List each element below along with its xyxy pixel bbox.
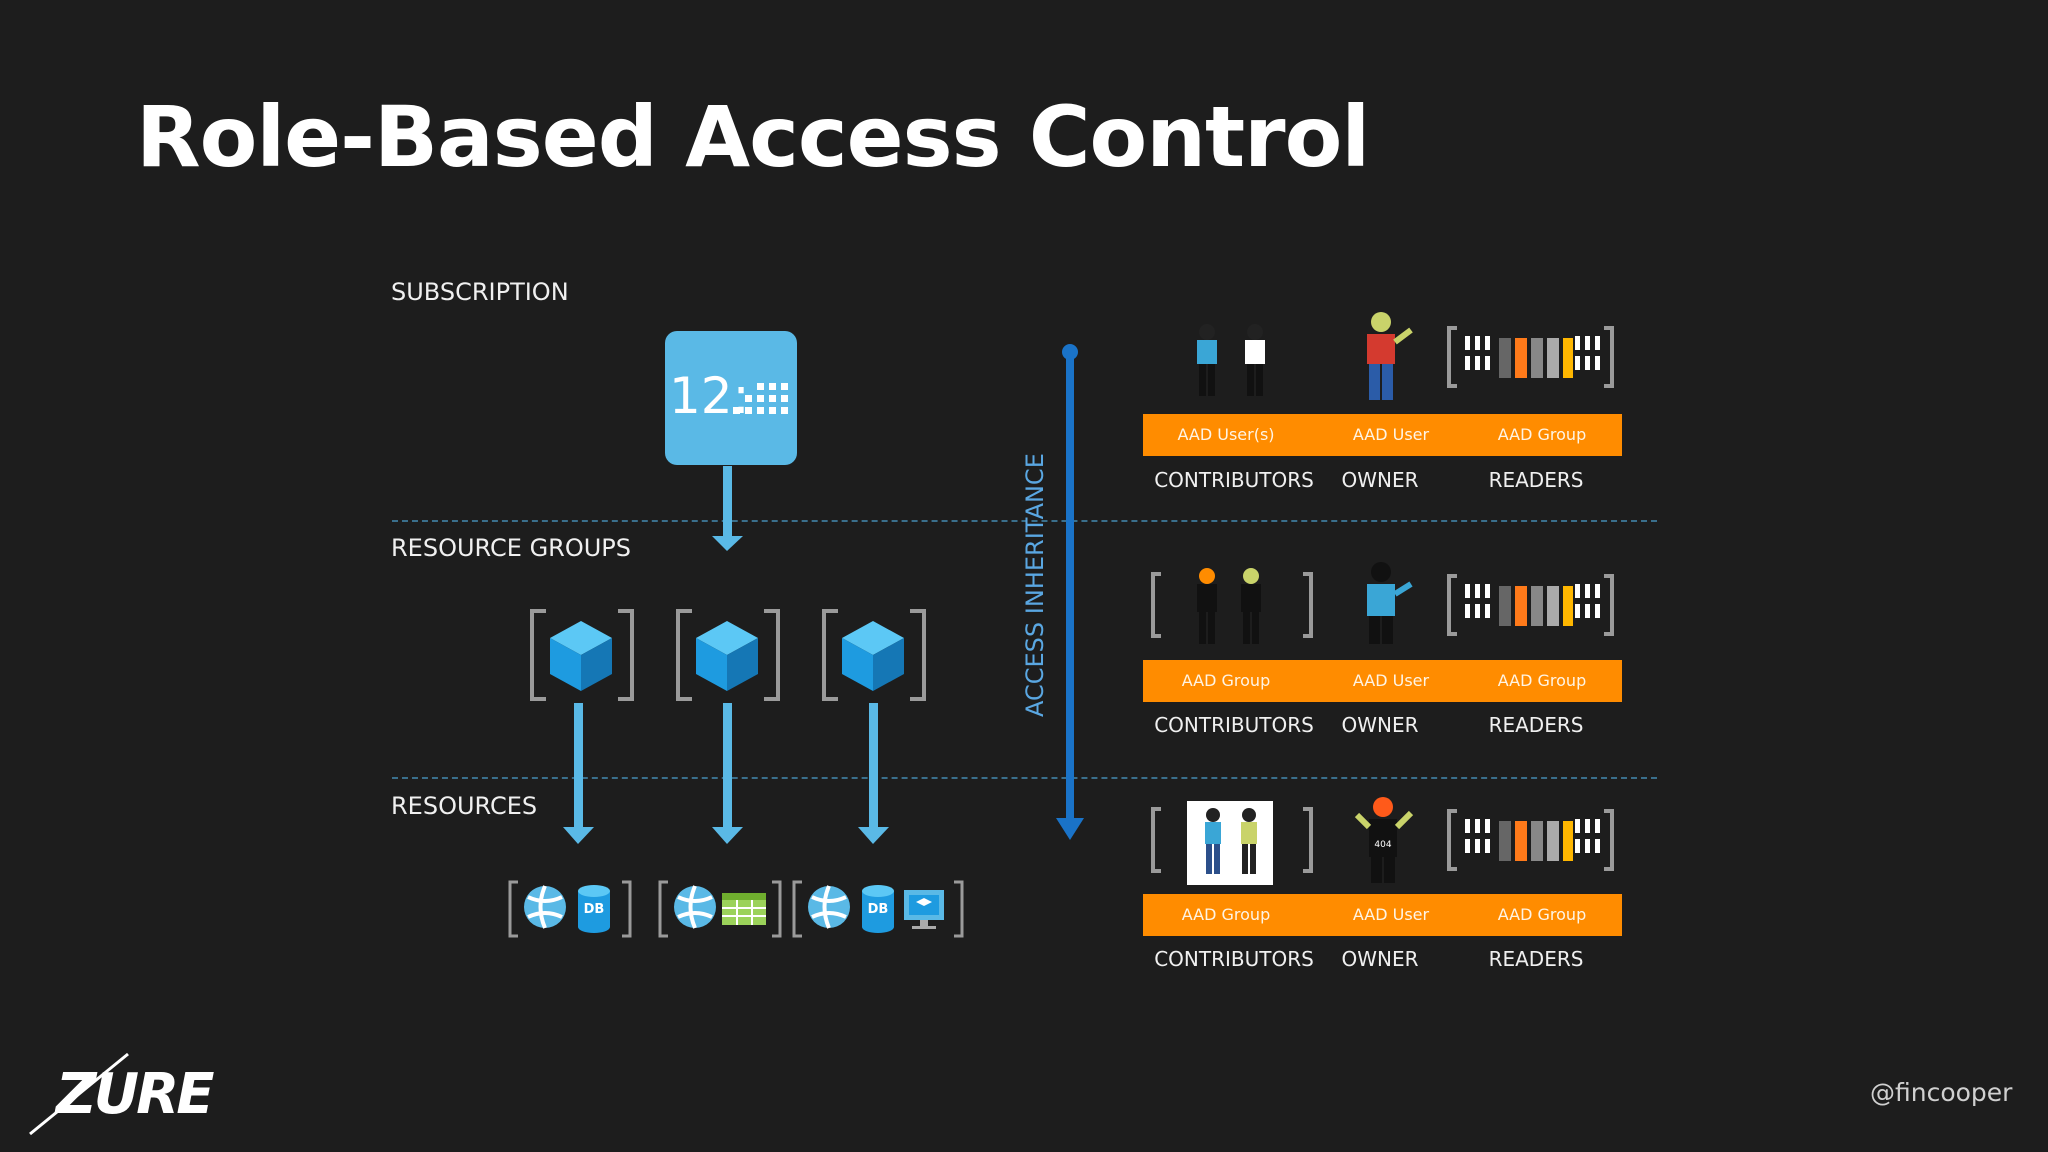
owner-shirt-text: 404 — [1374, 840, 1392, 850]
zure-logo: ZURE — [56, 1062, 214, 1127]
row-1-bar-label-1: AAD User(s) — [1177, 425, 1275, 444]
owner-figure-icon — [1354, 797, 1414, 883]
reader-crowd-icon — [1447, 326, 1614, 388]
role-row-1-bar — [1143, 414, 1622, 456]
access-inheritance-label: ACCESS INHERITANCE — [1021, 453, 1049, 717]
resource-group-1-bracket — [530, 609, 634, 701]
row-1-role-owner: OWNER — [1341, 468, 1419, 492]
subscription-grid-icon — [733, 383, 788, 414]
tier-label-resource-groups: RESOURCE GROUPS — [391, 534, 631, 562]
role-row-2-bar — [1143, 660, 1622, 702]
reader-crowd-icon — [1447, 809, 1614, 871]
row-1-bar-label-3: AAD Group — [1497, 425, 1587, 444]
resource-group-2-bracket — [676, 609, 780, 701]
contributor-figures-icon — [1151, 801, 1313, 885]
database-label: DB — [583, 902, 605, 917]
row-3-bar-label-1: AAD Group — [1181, 905, 1271, 924]
row-3-bar-label-3: AAD Group — [1497, 905, 1587, 924]
resource-group-1-cube-icon — [550, 621, 612, 691]
resource-group-3-bracket — [822, 609, 926, 701]
owner-figure-icon — [1367, 562, 1413, 644]
role-row-3-people — [1151, 797, 1614, 885]
subscription-icon-text: 12: — [669, 367, 750, 425]
row-3-role-contributors: CONTRIBUTORS — [1154, 947, 1314, 971]
row-2-role-readers: READERS — [1488, 713, 1584, 737]
tier-divider-1 — [392, 520, 1657, 522]
resource-group-2-cube-icon — [696, 621, 758, 691]
row-1-role-readers: READERS — [1488, 468, 1584, 492]
page-title: Role-Based Access Control — [136, 88, 1370, 186]
contributor-figures-icon — [1151, 568, 1313, 644]
twitter-handle: @fincooper — [1870, 1078, 2013, 1107]
group-3-down-arrow — [858, 703, 889, 844]
row-1-bar-label-2: AAD User — [1352, 425, 1430, 444]
zure-logo-slash — [29, 1052, 129, 1136]
row-1-role-contributors: CONTRIBUTORS — [1154, 468, 1314, 492]
subscription-down-arrow — [712, 466, 743, 551]
tier-divider-2 — [392, 777, 1657, 779]
row-3-role-owner: OWNER — [1341, 947, 1419, 971]
tier-label-resources: RESOURCES — [391, 792, 538, 820]
app-service-icon — [808, 885, 850, 929]
virtual-machine-icon — [904, 890, 944, 929]
tier-label-subscription: SUBSCRIPTION — [391, 278, 569, 306]
row-3-role-readers: READERS — [1488, 947, 1584, 971]
row-2-role-owner: OWNER — [1341, 713, 1419, 737]
row-2-role-contributors: CONTRIBUTORS — [1154, 713, 1314, 737]
subscription-icon: 12: — [665, 331, 797, 465]
access-inheritance-arrow — [1056, 344, 1084, 840]
owner-figure-icon — [1367, 312, 1413, 400]
group-2-down-arrow — [712, 703, 743, 844]
reader-crowd-icon — [1447, 574, 1614, 636]
row-3-bar-label-2: AAD User — [1352, 905, 1430, 924]
app-service-icon — [674, 885, 716, 929]
row-2-bar-label-1: AAD Group — [1181, 671, 1271, 690]
row-2-bar-label-3: AAD Group — [1497, 671, 1587, 690]
role-row-2-people — [1151, 562, 1614, 644]
role-row-1-people — [1197, 312, 1614, 400]
resource-group-3-cube-icon — [842, 621, 904, 691]
row-2-bar-label-2: AAD User — [1352, 671, 1430, 690]
database-label: DB — [867, 902, 889, 917]
group-1-down-arrow — [563, 703, 594, 844]
app-service-icon — [524, 885, 566, 929]
storage-table-icon — [722, 893, 766, 925]
resources-1-bracket — [508, 880, 632, 938]
contributor-figures-icon — [1197, 324, 1265, 396]
resources-2-bracket — [658, 880, 782, 938]
role-row-3-bar — [1143, 894, 1622, 936]
